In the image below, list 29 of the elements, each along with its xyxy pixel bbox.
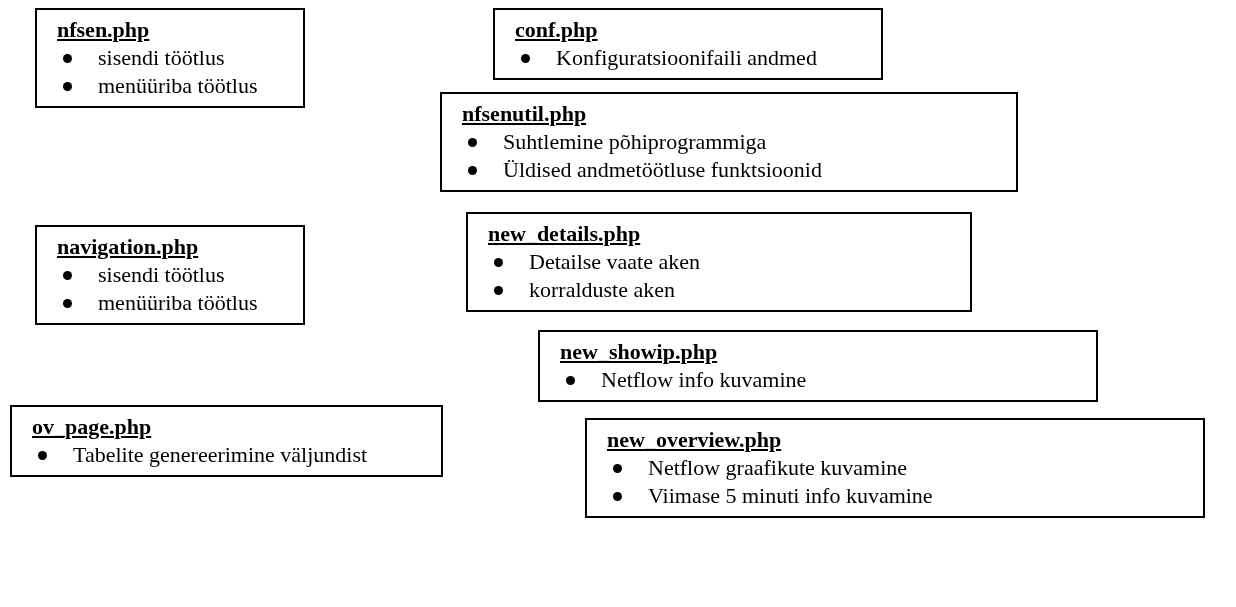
file-name-heading: ov_page.php [32, 413, 152, 441]
file-name-heading: navigation.php [57, 233, 199, 261]
module-box [440, 92, 1018, 192]
bullet-text: sisendi töötlus [98, 261, 225, 289]
module-box [466, 212, 972, 312]
file-name-heading: new_showip.php [560, 338, 718, 366]
bullet-text: Detailse vaate aken [529, 248, 700, 276]
bullet-text: menüüriba töötlus [98, 72, 258, 100]
file-name-heading: nfsen.php [57, 16, 150, 44]
file-name-heading: conf.php [515, 16, 598, 44]
file-name-heading: new_overview.php [607, 426, 782, 454]
bullet-text: menüüriba töötlus [98, 289, 258, 317]
bullet-text: Netflow graafikute kuvamine [648, 454, 907, 482]
bullet-text: Üldised andmetöötluse funktsioonid [503, 156, 822, 184]
bullet-text: Netflow info kuvamine [601, 366, 807, 394]
module-box [10, 405, 443, 477]
module-box [538, 330, 1098, 402]
module-box [35, 8, 305, 108]
module-box [35, 225, 305, 325]
bullet-text: Suhtlemine põhiprogrammiga [503, 128, 767, 156]
module-box [585, 418, 1205, 518]
bullet-text: sisendi töötlus [98, 44, 225, 72]
bullet-text: Viimase 5 minuti info kuvamine [648, 482, 933, 510]
module-box [493, 8, 883, 80]
file-name-heading: new_details.php [488, 220, 641, 248]
bullet-text: Konfiguratsioonifaili andmed [556, 44, 817, 72]
bullet-text: Tabelite genereerimine väljundist [73, 441, 368, 469]
file-name-heading: nfsenutil.php [462, 100, 587, 128]
bullet-text: korralduste aken [529, 276, 675, 304]
